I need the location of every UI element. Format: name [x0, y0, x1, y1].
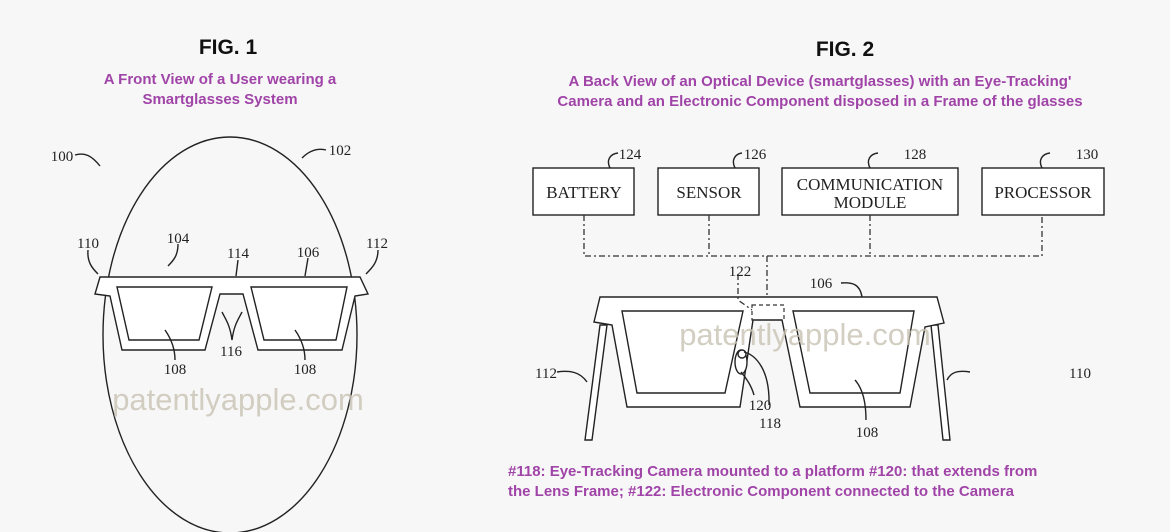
fig2-note-line1: #118: Eye-Tracking Camera mounted to a p… — [508, 463, 1037, 480]
fig1-caption-line2: Smartglasses System — [142, 91, 297, 108]
fig2-caption-line2: Camera and an Electronic Component dispo… — [557, 93, 1082, 110]
fig2-title: FIG. 2 — [816, 38, 874, 61]
ref-106: 106 — [810, 276, 833, 292]
battery-label: BATTERY — [546, 183, 622, 202]
electronic-component-122 — [751, 304, 785, 321]
watermark: patentlyapple.com — [112, 382, 364, 417]
leader-108 — [854, 379, 867, 421]
ref-116: 116 — [220, 344, 242, 360]
ref-118: 118 — [759, 416, 781, 432]
leader-108 — [164, 329, 306, 361]
communication-module-block: COMMUNICATION MODULE 128 — [781, 147, 959, 216]
fig2-caption-line1: A Back View of an Optical Device (smartg… — [569, 73, 1072, 90]
leader-102 — [301, 148, 327, 159]
ref-124: 124 — [619, 147, 642, 163]
sensor-label: SENSOR — [676, 183, 742, 202]
right-lens — [250, 286, 348, 341]
ref-102: 102 — [329, 143, 352, 159]
ref-114: 114 — [227, 246, 249, 262]
ref-112: 112 — [535, 366, 557, 382]
communication-label-line2: MODULE — [834, 193, 907, 212]
leader-118 — [743, 351, 770, 406]
temple-112 — [584, 324, 608, 441]
leader-122 — [737, 274, 753, 311]
ref-108: 108 — [856, 425, 879, 441]
processor-label: PROCESSOR — [994, 183, 1092, 202]
fig1: FIG. 1 A Front View of a User wearing a … — [51, 36, 388, 532]
ref-122: 122 — [729, 264, 752, 280]
leader-100 — [74, 153, 101, 167]
ref-108-left: 108 — [164, 362, 187, 378]
ref-100: 100 — [51, 149, 74, 165]
watermark: patentlyapple.com — [679, 317, 931, 352]
fig1-caption-line1: A Front View of a User wearing a — [104, 71, 337, 88]
ref-110: 110 — [1069, 366, 1091, 382]
temple-110 — [930, 324, 951, 441]
processor-block: PROCESSOR 130 — [981, 147, 1105, 216]
head-outline — [102, 136, 358, 532]
ref-104: 104 — [167, 231, 190, 247]
fig2-note-line2: the Lens Frame; #122: Electronic Compone… — [508, 483, 1015, 500]
ref-130: 130 — [1076, 147, 1099, 163]
ref-112: 112 — [366, 236, 388, 252]
sensor-block: SENSOR 126 — [657, 147, 767, 216]
fig2: FIG. 2 A Back View of an Optical Device … — [508, 38, 1105, 500]
ref-126: 126 — [744, 147, 767, 163]
fig1-title: FIG. 1 — [199, 36, 258, 59]
battery-block: BATTERY 124 — [532, 147, 642, 216]
left-lens-back — [621, 310, 744, 394]
lens-108 — [792, 310, 915, 394]
connection-bus — [583, 215, 1043, 305]
leader-120 — [740, 371, 755, 396]
ref-106: 106 — [297, 245, 320, 261]
communication-label-line1: COMMUNICATION — [797, 175, 943, 194]
ref-128: 128 — [904, 147, 927, 163]
nose-pads — [221, 311, 243, 341]
left-lens — [116, 286, 213, 341]
ref-110: 110 — [77, 236, 99, 252]
leader-106 — [840, 282, 863, 298]
ref-108-right: 108 — [294, 362, 317, 378]
ref-120: 120 — [749, 398, 772, 414]
leaders — [87, 243, 379, 277]
leader-112 — [556, 370, 588, 383]
leader-110 — [946, 370, 971, 381]
